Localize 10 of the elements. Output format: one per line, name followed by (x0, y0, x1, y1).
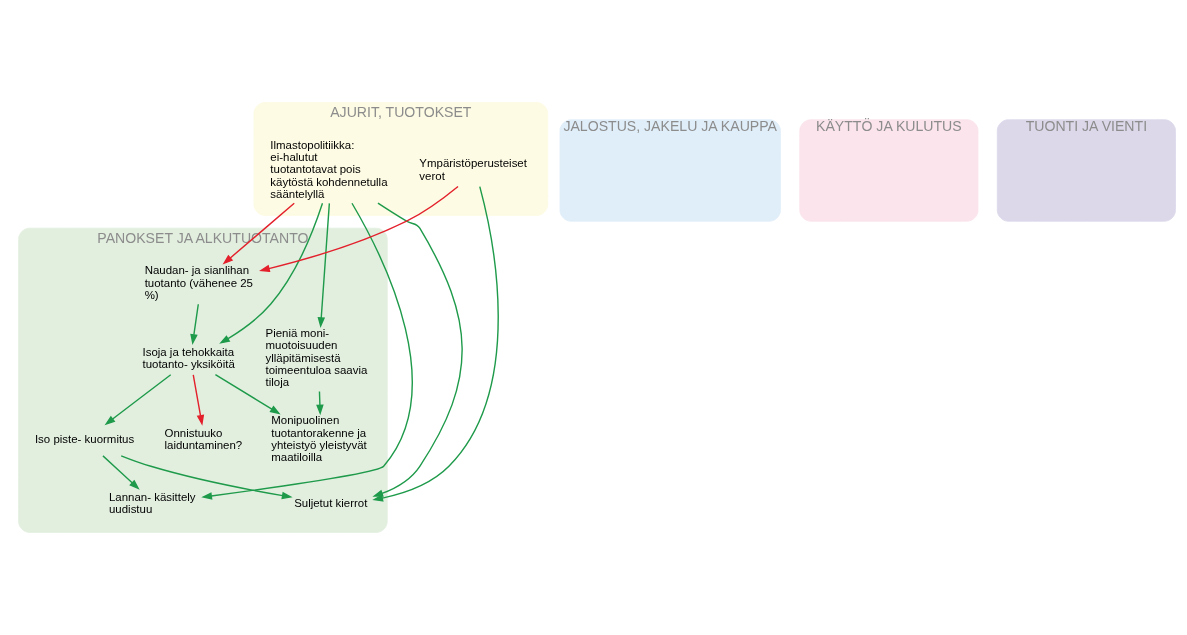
node-text: Suljetut kierrot (294, 497, 368, 510)
node-text: Lannan- käsittely uudistuu (108, 491, 196, 516)
node-text: Iso piste- kuormitus (34, 432, 135, 445)
node-text: Ympäristöperusteiset verot (419, 157, 527, 182)
node-text: Isoja ja tehokkaita tuotanto- yksiköitä (142, 345, 235, 370)
node-text: Naudan- ja sianlihan tuotanto (vähenee 25 %) (144, 264, 253, 302)
node-text: Pieniä moni- muotoisuuden ylläpitämisestä toimeentuloa saavia tiloja (265, 327, 368, 389)
node-text: Ilmastopolitiikka: ei-halutut tuotantotavat pois käytöstä kohdennetulla sääntelyllä (270, 138, 388, 201)
node-text: Monipuolinen tuotantorakenne ja yhteistyö yleistyvät maatiloilla (271, 414, 367, 464)
node-text: Onnistuuko laiduntaminen? (164, 426, 243, 452)
